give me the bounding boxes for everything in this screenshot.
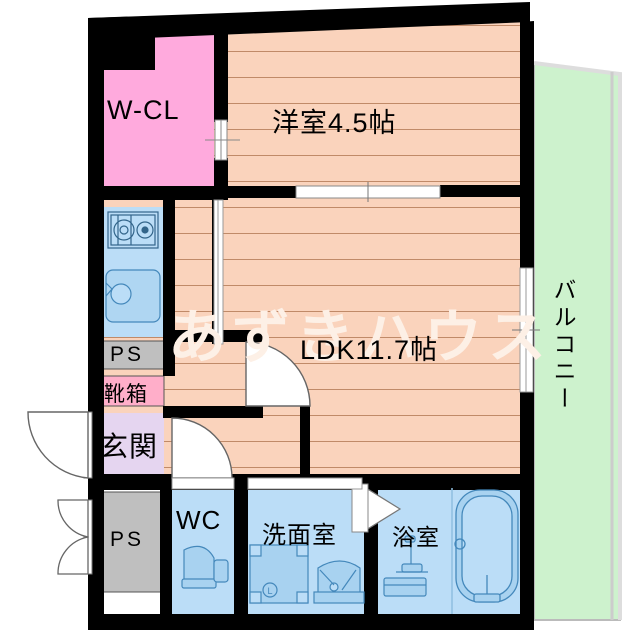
ps-upper: [99, 340, 165, 370]
balcony-sliding-door[interactable]: [512, 267, 540, 393]
bath-door[interactable]: [351, 483, 402, 533]
label-washitsu: 洋室4.5帖: [272, 108, 397, 138]
svg-text:L: L: [267, 586, 272, 596]
label-yokushitsu: 浴室: [392, 524, 440, 550]
shoe-box: [99, 375, 165, 407]
bath-shelf-icon: [383, 577, 427, 597]
ldk-hall-door[interactable]: [245, 341, 311, 407]
entrance-door[interactable]: [27, 411, 93, 479]
label-balcony: バルコニー: [550, 278, 576, 413]
label-walk-in-closet: W-CL: [107, 95, 180, 125]
wcl-sliding-door[interactable]: [205, 119, 240, 161]
washing-machine-pan-icon: L: [249, 544, 309, 604]
label-ldk: LDK11.7帖: [300, 335, 439, 365]
senmen-door[interactable]: [247, 477, 363, 490]
label-wc: WC: [176, 505, 222, 535]
wash-basin-icon: [313, 560, 365, 604]
label-shoe-box: 靴箱: [104, 383, 148, 406]
washitsu-partition[interactable]: [295, 182, 441, 202]
label-senmen: 洗面室: [262, 522, 337, 549]
room-balcony: [533, 61, 622, 621]
kitchen-sliding-door[interactable]: [213, 199, 224, 345]
gas-stove-icon: [107, 211, 159, 249]
kitchen-sink-icon: [105, 269, 161, 323]
shower-faucet-icon: [396, 535, 428, 573]
genkan-hall-door[interactable]: [171, 417, 233, 479]
wc-door[interactable]: [171, 477, 235, 490]
bathtub-icon: [454, 489, 519, 603]
label-ps-upper: PS: [110, 343, 145, 366]
toilet-icon: [181, 545, 229, 589]
label-ps-lower: PS: [110, 528, 145, 551]
label-genkan: 玄関: [100, 431, 159, 462]
ps-lower-double-door[interactable]: [57, 499, 93, 575]
